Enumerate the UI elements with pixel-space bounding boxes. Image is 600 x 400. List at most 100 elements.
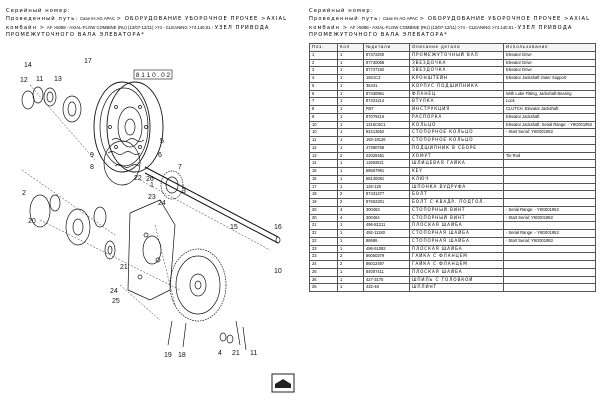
cell-part-number[interactable]: 1316C6C1 (363, 120, 410, 130)
callout-11b[interactable]: 11 (250, 350, 257, 357)
cell-qty: 1 (337, 267, 364, 277)
cell-part-number[interactable]: 87662301 (363, 198, 410, 207)
cell-part-number[interactable]: 11693621 (363, 159, 410, 168)
callout-16[interactable]: 16 (274, 224, 282, 231)
cell-part-number[interactable]: 88686 (363, 236, 410, 246)
cell-part-number[interactable]: 36431 (363, 81, 410, 91)
left-path-brand[interactable]: Case IH AG APAC (79, 16, 115, 22)
callout-3[interactable]: 3 (182, 188, 186, 195)
cell-part-number[interactable]: 300463 (363, 205, 410, 215)
callout-26[interactable]: 26 (146, 176, 154, 183)
callout-10[interactable]: 10 (274, 268, 282, 275)
callout-1[interactable]: 1 (150, 182, 154, 189)
cell-part-number[interactable]: 84213552 (363, 128, 410, 137)
callout-4[interactable]: 4 (218, 350, 222, 357)
cell-part-number[interactable]: R97 (363, 105, 410, 114)
cell-part-number[interactable]: 492-11180 (363, 229, 410, 238)
cell-part-number[interactable]: 87431377 (363, 190, 410, 199)
right-path-model[interactable]: AF >5088 - AXIAL-FLOW COMBINE (RU) (13/0… (349, 24, 517, 30)
cell-part-number[interactable]: 87737192 (363, 66, 410, 75)
callout-18[interactable]: 18 (178, 352, 186, 359)
cell-part-number[interactable]: 87472200 (363, 50, 410, 60)
cell-qty: 1 (337, 66, 364, 75)
cell-part-number[interactable]: 427-3175 (363, 275, 410, 285)
cell-part-number[interactable]: 87431214 (363, 97, 410, 106)
callout-24b[interactable]: 24 (110, 288, 118, 295)
cell-part-number[interactable]: 126-126 (363, 182, 410, 192)
cell-part-number[interactable]: 300464 (363, 213, 410, 223)
cell-part-number[interactable]: 496-51092 (363, 244, 410, 254)
cell-part-number[interactable]: 86012497 (363, 260, 410, 269)
callout-2[interactable]: 2 (22, 190, 26, 197)
cell-part-number[interactable]: 193-18126 (363, 136, 410, 145)
cell-part-number[interactable]: 58130081 (363, 174, 410, 184)
callout-7[interactable]: 7 (178, 164, 182, 171)
callout-5[interactable]: 5 (160, 138, 164, 145)
right-path-brand[interactable]: Case IH AG APAC (382, 16, 418, 22)
callout-13[interactable]: 13 (54, 76, 62, 83)
callout-17[interactable]: 17 (84, 58, 92, 65)
cell-part-number[interactable]: 496-81211 (363, 221, 410, 230)
cell-part-number[interactable]: 432-48 (363, 283, 410, 292)
callout-19[interactable]: 19 (164, 352, 172, 359)
callout-6[interactable]: 6 (158, 152, 162, 159)
callout-8[interactable]: 8 (90, 164, 94, 171)
cell-part-number[interactable]: 47390768 (363, 143, 410, 153)
cell-part-number[interactable]: 1921C3 (363, 74, 410, 83)
cell-qty: 1 (337, 81, 364, 91)
callout-20[interactable]: 20 (28, 218, 36, 225)
cell-part-number[interactable]: 87079416 (363, 112, 410, 122)
callout-24[interactable]: 24 (158, 200, 166, 207)
cell-part-number[interactable]: 87430961 (363, 89, 410, 99)
cell-part-number[interactable]: 22026481 (363, 151, 410, 161)
callout-14[interactable]: 14 (24, 62, 32, 69)
cell-description: СТОПОРНАЯ ШАЙБА (409, 236, 504, 246)
callout-15[interactable]: 15 (230, 224, 238, 231)
callout-22[interactable]: 22 (134, 175, 142, 182)
cell-part-number[interactable]: 84007411 (363, 267, 410, 277)
edit-note-icon[interactable] (271, 373, 295, 393)
left-path-model[interactable]: AF >5088 - AXIAL-FLOW COMBINE (RU) (13/0… (46, 24, 214, 30)
cell-part-number[interactable]: 58567991 (363, 167, 410, 176)
callout-23[interactable]: 23 (148, 194, 156, 201)
callout-11[interactable]: 11 (36, 76, 43, 83)
callout-9[interactable]: 9 (90, 152, 94, 159)
cell-part-number[interactable]: 86050379 (363, 252, 410, 261)
callout-25[interactable]: 25 (112, 298, 120, 305)
callout-12[interactable]: 12 (20, 77, 28, 84)
callout-21[interactable]: 21 (120, 264, 128, 271)
callout-21b[interactable]: 21 (232, 350, 240, 357)
cell-part-number[interactable]: 87730058 (363, 58, 410, 68)
